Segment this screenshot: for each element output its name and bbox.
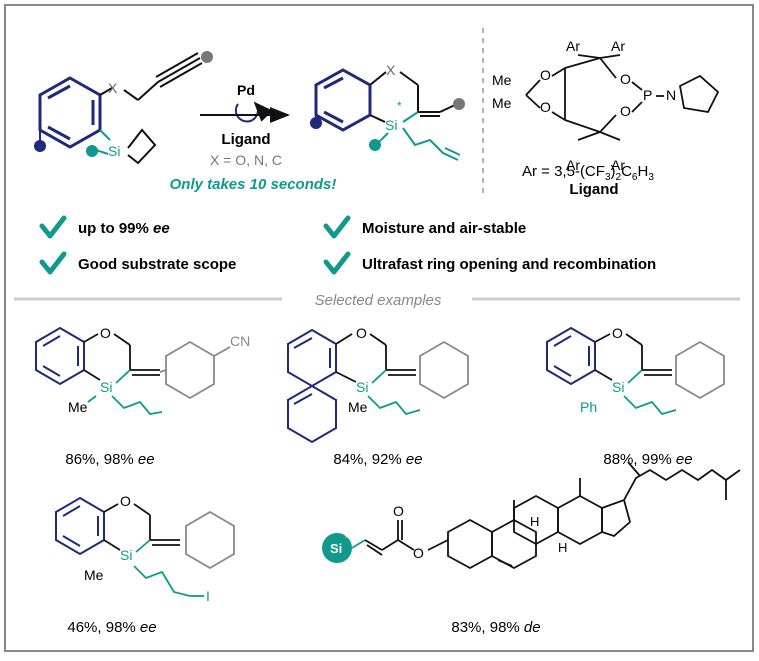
ligand-caption: Ligand (569, 181, 618, 198)
svg-text:Si: Si (100, 379, 112, 395)
svg-text:Si: Si (356, 379, 368, 395)
svg-text:P: P (643, 87, 652, 103)
feature-item-ee: up to 99% ee (39, 215, 170, 239)
svg-text:Ar: Ar (611, 38, 625, 54)
feature-item-scope: Good substrate scope (39, 251, 236, 275)
svg-text:Good substrate scope: Good substrate scope (78, 256, 236, 273)
ligand-structure: Ar Ar Ar Ar Me Me O O O O P N Ar = 3,5-(… (492, 38, 720, 198)
svg-text:CN: CN (230, 333, 250, 349)
svg-text:I: I (206, 588, 210, 604)
svg-text:Si: Si (330, 541, 342, 556)
example-1: O Si Me CN 86%, 98% ee (35, 325, 250, 468)
svg-text:up to 99% ee: up to 99% ee (78, 220, 170, 237)
svg-text:O: O (413, 545, 424, 561)
time-highlight: Only takes 10 seconds! (170, 176, 337, 193)
svg-text:N: N (666, 87, 676, 103)
product-dot-gray (453, 98, 465, 110)
svg-text:Ultrafast ring opening and rec: Ultrafast ring opening and recombination (362, 256, 656, 273)
feature-item-moisture: Moisture and air-stable (323, 215, 526, 239)
svg-text:86%, 98% ee: 86%, 98% ee (65, 451, 154, 468)
svg-text:Ar: Ar (566, 157, 580, 173)
svg-text:88%, 99% ee: 88%, 99% ee (603, 451, 692, 468)
product-x-label: X (386, 62, 396, 78)
svg-text:H: H (530, 514, 539, 529)
svg-text:Moisture and air-stable: Moisture and air-stable (362, 220, 526, 237)
svg-text:O: O (120, 493, 131, 509)
svg-text:Me: Me (84, 567, 104, 583)
example-4: O Si Me I 46%, 98% ee (55, 493, 235, 636)
svg-text:H: H (558, 540, 567, 555)
svg-text:*: * (345, 533, 349, 543)
ligand-label: Ligand (221, 131, 270, 148)
check-icon (323, 215, 351, 239)
svg-text:O: O (612, 325, 623, 341)
example-5: Si * O O H H 83%, 98% de (322, 461, 741, 636)
svg-text:Ar: Ar (566, 38, 580, 54)
product-si-label: Si (385, 117, 397, 133)
svg-text:O: O (393, 503, 404, 519)
starting-material: X Si (34, 51, 213, 165)
feature-item-ultrafast: Ultrafast ring opening and recombination (323, 251, 656, 275)
svg-text:O: O (620, 71, 631, 87)
section-title: Selected examples (315, 292, 442, 309)
si-badge (322, 533, 352, 563)
x-atom-label: X (108, 80, 118, 96)
catalyst-label: Pd (237, 82, 255, 98)
product-dot-teal (369, 139, 381, 151)
svg-text:Si: Si (612, 379, 624, 395)
svg-text:Me: Me (492, 95, 512, 111)
svg-text:O: O (540, 99, 551, 115)
check-icon (39, 251, 67, 275)
example-3: O Si Ph 88%, 99% ee (546, 325, 725, 468)
svg-text:Me: Me (348, 399, 368, 415)
reaction-arrow: Pd Ligand X = O, N, C Only takes 10 seco… (170, 82, 337, 193)
svg-text:Me: Me (492, 72, 512, 88)
svg-text:46%, 98% ee: 46%, 98% ee (67, 619, 156, 636)
check-icon (39, 215, 67, 239)
substituent-dot-navy (34, 140, 46, 152)
ar-definition: Ar = 3,5-(CF3)2C6H3 (522, 163, 654, 183)
example-2: O Si Me 84%, 92% ee (287, 325, 469, 468)
feature-list: up to 99% ee Moisture and air-stable Goo… (39, 215, 656, 275)
svg-text:O: O (356, 325, 367, 341)
substituent-dot-teal (86, 145, 98, 157)
svg-text:Me: Me (68, 399, 88, 415)
svg-text:84%, 92% ee: 84%, 92% ee (333, 451, 422, 468)
check-icon (323, 251, 351, 275)
svg-text:Si: Si (120, 547, 132, 563)
si-atom-label: Si (108, 143, 120, 159)
svg-text:Ar: Ar (611, 157, 625, 173)
svg-text:O: O (540, 67, 551, 83)
svg-text:83%, 98% de: 83%, 98% de (451, 619, 540, 636)
svg-text:O: O (620, 103, 631, 119)
svg-text:Ph: Ph (580, 399, 597, 415)
svg-text:O: O (100, 325, 111, 341)
product-dot-navy (310, 117, 322, 129)
x-definition: X = O, N, C (210, 152, 282, 168)
alkyne-end-dot-gray (201, 51, 213, 63)
product: X Si * (310, 62, 465, 161)
figure-frame (4, 4, 754, 652)
stereo-mark: * (397, 99, 402, 113)
